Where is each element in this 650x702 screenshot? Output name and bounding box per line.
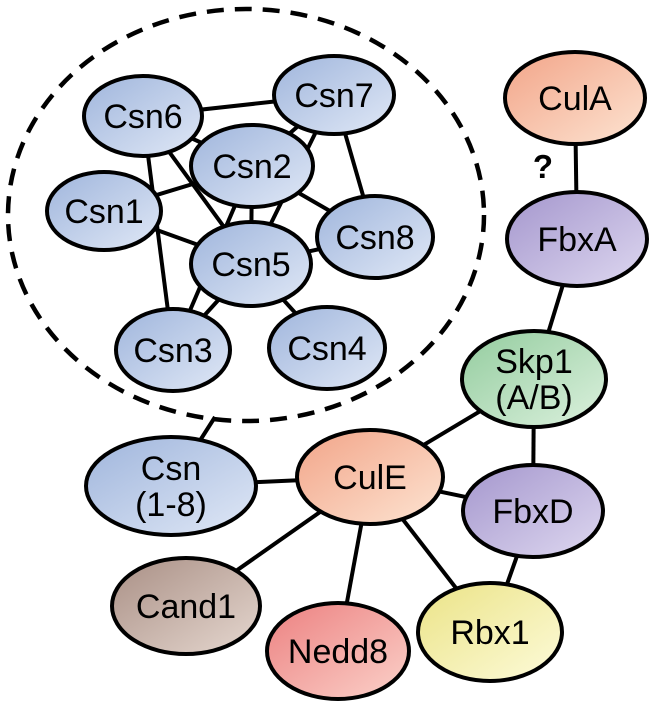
csn3-ellipse: [114, 307, 232, 393]
node-skp1: Skp1(A/B): [460, 329, 608, 429]
csn1-ellipse: [45, 170, 163, 252]
csn8-label: Csn8: [335, 219, 414, 257]
nedd8-ellipse: [265, 601, 411, 701]
csn2-label: Csn2: [212, 148, 291, 186]
node-csn4: Csn4: [267, 305, 387, 391]
node-csn1: Csn1: [45, 170, 163, 252]
culE-label: CulE: [333, 459, 407, 497]
skp1-ellipse: [460, 329, 608, 429]
culA-label: CulA: [538, 80, 612, 118]
csn5-label: Csn5: [211, 246, 290, 284]
fbxD-label: FbxD: [492, 493, 573, 531]
node-csn2: Csn2: [189, 123, 315, 209]
csn3-label: Csn3: [133, 332, 212, 370]
node-fbxD: FbxD: [461, 463, 605, 559]
skp1-label: Skp1: [495, 343, 573, 381]
fbxA-label: FbxA: [537, 221, 617, 259]
csn18-label: Csn: [141, 450, 201, 488]
node-culE: CulE: [295, 428, 445, 526]
node-csn18: Csn(1-8): [84, 435, 258, 537]
uncertain-interaction-label: ?: [533, 148, 553, 185]
node-csn8: Csn8: [315, 194, 435, 280]
csn7-label: Csn7: [294, 77, 373, 115]
node-nedd8: Nedd8: [265, 601, 411, 701]
csn7-ellipse: [272, 54, 396, 136]
csn6-label: Csn6: [103, 98, 182, 136]
cand1-label: Cand1: [136, 588, 236, 626]
csn5-ellipse: [189, 220, 313, 308]
csn4-label: Csn4: [287, 330, 366, 368]
fbxA-ellipse: [505, 190, 649, 288]
csn-complex-dashed-outline: [5, 6, 487, 424]
node-csn6: Csn6: [82, 74, 204, 158]
csn18-ellipse: [84, 435, 258, 537]
csn4-ellipse: [267, 305, 387, 391]
node-fbxA: FbxA: [505, 190, 649, 288]
node-rbx1: Rbx1: [416, 581, 564, 683]
csn2-ellipse: [189, 123, 315, 209]
csn6-ellipse: [82, 74, 204, 158]
nedd8-label: Nedd8: [288, 633, 388, 671]
node-cand1: Cand1: [110, 556, 262, 656]
csn1-label: Csn1: [64, 193, 143, 231]
rbx1-label: Rbx1: [450, 614, 529, 652]
fbxD-ellipse: [461, 463, 605, 559]
cand1-ellipse: [110, 556, 262, 656]
node-csn3: Csn3: [114, 307, 232, 393]
csn18-label: (1-8): [135, 486, 207, 524]
culA-ellipse: [503, 50, 647, 146]
node-csn7: Csn7: [272, 54, 396, 136]
csn8-ellipse: [315, 194, 435, 280]
node-culA: CulA: [503, 50, 647, 146]
skp1-label: (A/B): [495, 379, 572, 417]
culE-ellipse: [295, 428, 445, 526]
rbx1-ellipse: [416, 581, 564, 683]
node-csn5: Csn5: [189, 220, 313, 308]
